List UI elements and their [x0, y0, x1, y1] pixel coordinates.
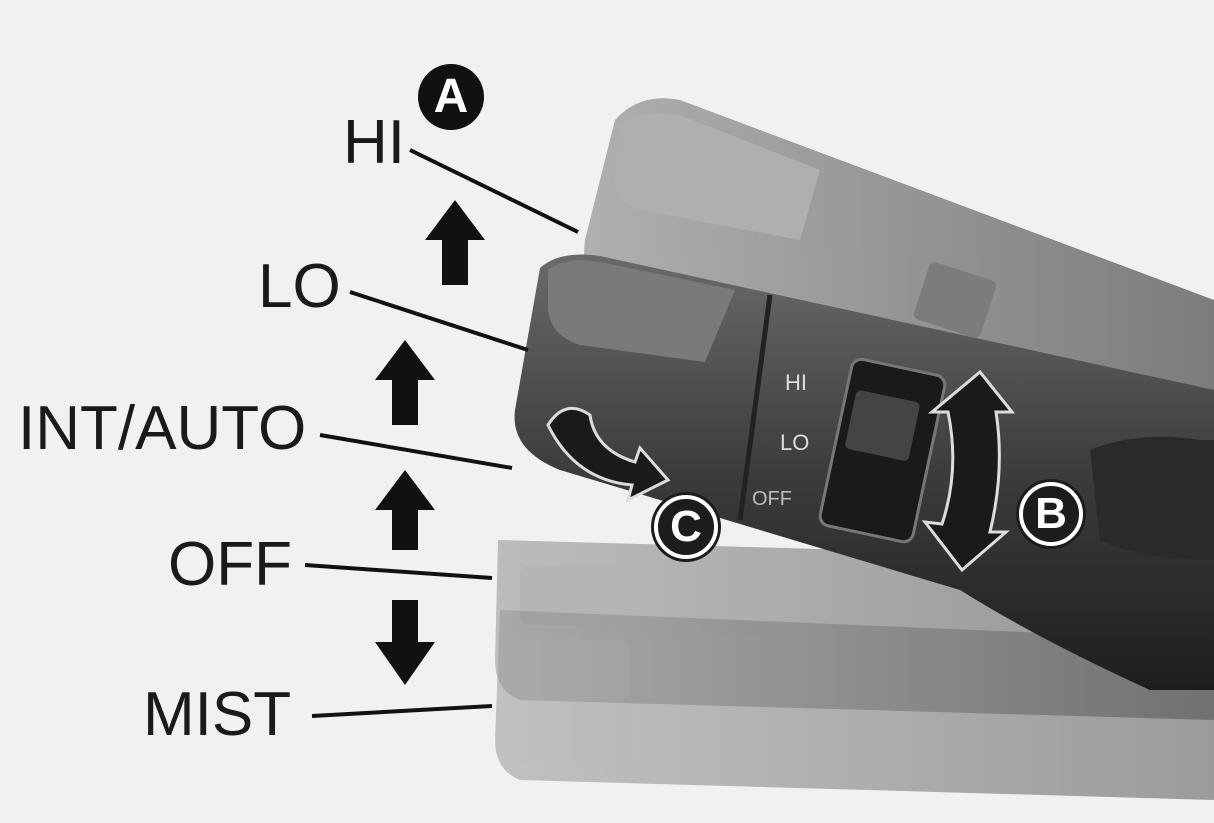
- arrow-up-icon: [375, 340, 435, 425]
- position-label-mist: MIST: [143, 680, 292, 749]
- lever-marking-lo: LO: [780, 430, 809, 455]
- position-label-hi: HI: [343, 108, 405, 177]
- arrow-up-icon: [375, 470, 435, 550]
- arrow-down-icon: [375, 600, 435, 685]
- leader-line-off: [304, 563, 493, 580]
- position-label-lo: LO: [258, 252, 341, 321]
- curved-arrow-c-icon: [546, 406, 671, 503]
- position-arrows: [375, 200, 485, 685]
- wiper-lever-main: HI LO OFF: [514, 254, 1214, 690]
- leader-line-mist: [311, 704, 493, 718]
- position-label-off: OFF: [168, 530, 292, 599]
- arrow-up-icon: [425, 200, 485, 285]
- lever-marking-hi: HI: [785, 370, 807, 395]
- double-arrow-b-icon: [921, 369, 1016, 573]
- position-label-int-auto: INT/AUTO: [18, 394, 307, 463]
- leader-line-hi: [409, 148, 579, 234]
- leader-lines: [304, 148, 579, 718]
- leader-line-lo: [349, 290, 529, 352]
- leader-line-int-auto: [319, 433, 513, 470]
- callout-b: B: [1019, 482, 1083, 546]
- callout-c: C: [654, 495, 718, 559]
- lever-marking-off: OFF: [752, 488, 792, 510]
- callout-a: A: [418, 64, 484, 130]
